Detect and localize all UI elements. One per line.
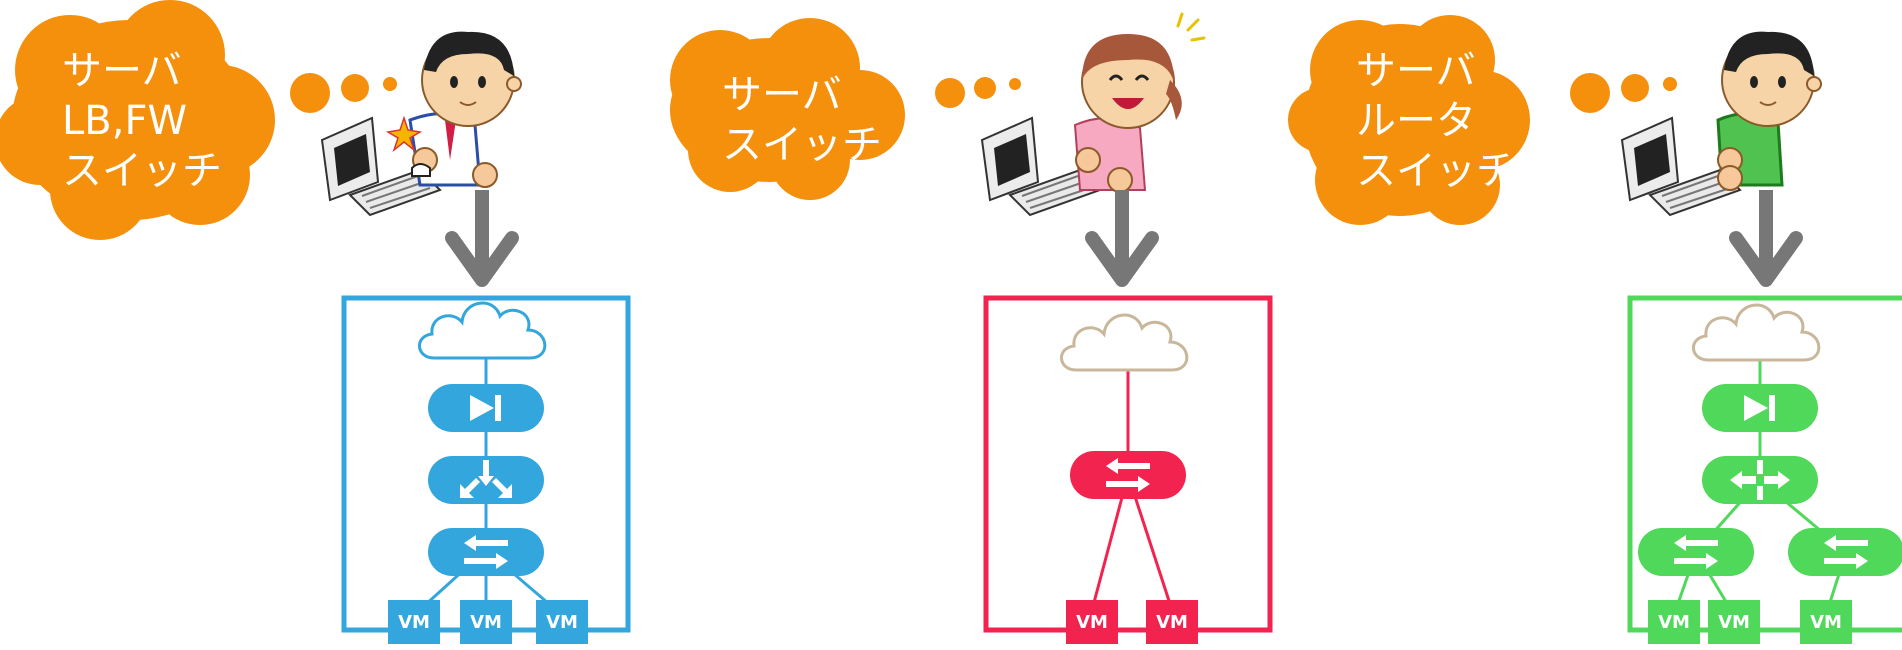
load-balancer-icon — [428, 384, 544, 432]
vm-box — [388, 600, 440, 644]
vm-label: VM — [546, 612, 578, 633]
bubble-line: サーバ — [1356, 48, 1476, 94]
cloud-icon — [417, 301, 547, 360]
thought-bubble — [1288, 15, 1677, 225]
down-arrow-icon — [1085, 190, 1159, 287]
vm-label: VM — [1658, 612, 1690, 633]
vm-box — [1066, 600, 1118, 644]
vm-label: VM — [1156, 612, 1188, 633]
vm-box — [1648, 600, 1700, 644]
engineer-character-icon — [980, 12, 1206, 217]
thought-bubble — [670, 18, 1021, 200]
engineer-character-icon — [1620, 31, 1822, 217]
switch-icon — [428, 528, 544, 576]
vm-box — [460, 600, 512, 644]
down-arrow-icon — [445, 190, 519, 287]
bubble-line: スイッチ — [722, 122, 882, 168]
network-topology: VM VM — [983, 295, 1273, 644]
vm-label: VM — [1076, 612, 1108, 633]
thought-bubble — [0, 0, 397, 240]
vm-box — [1146, 600, 1198, 644]
bubble-line: サーバ — [62, 48, 182, 94]
switch-icon — [1788, 528, 1902, 576]
vm-label: VM — [470, 612, 502, 633]
load-balancer-icon — [1702, 384, 1818, 432]
switch-icon — [1070, 451, 1186, 499]
router-icon — [1702, 456, 1818, 504]
vm-box — [1708, 600, 1760, 644]
switch-icon — [1638, 528, 1754, 576]
vm-label: VM — [1718, 612, 1750, 633]
router-icon — [428, 456, 544, 504]
vm-box — [536, 600, 588, 644]
computer-icon — [320, 116, 442, 217]
cloud-icon — [1059, 313, 1189, 372]
panel-1: サーバ LB,FW スイッチ — [0, 0, 640, 648]
bubble-line: LB,FW — [62, 98, 187, 144]
cloud-icon — [1691, 303, 1821, 362]
panel-3: サーバ ルータ スイッチ — [1288, 0, 1902, 648]
tenant-box — [983, 295, 1273, 633]
bubble-line: ルータ — [1356, 98, 1476, 144]
vm-box — [1800, 600, 1852, 644]
bubble-line: サーバ — [722, 72, 842, 118]
network-topology: VM VM VM — [1627, 295, 1902, 644]
bubble-line: スイッチ — [62, 148, 222, 194]
tenant-box — [1627, 295, 1902, 633]
network-topology: VM VM VM — [341, 295, 631, 644]
computer-icon — [980, 116, 1102, 217]
panel-2: サーバ スイッチ — [660, 0, 1300, 648]
vm-label: VM — [398, 612, 430, 633]
vm-label: VM — [1810, 612, 1842, 633]
engineer-character-icon — [320, 31, 522, 217]
bubble-line: スイッチ — [1356, 148, 1516, 194]
down-arrow-icon — [1729, 190, 1803, 287]
